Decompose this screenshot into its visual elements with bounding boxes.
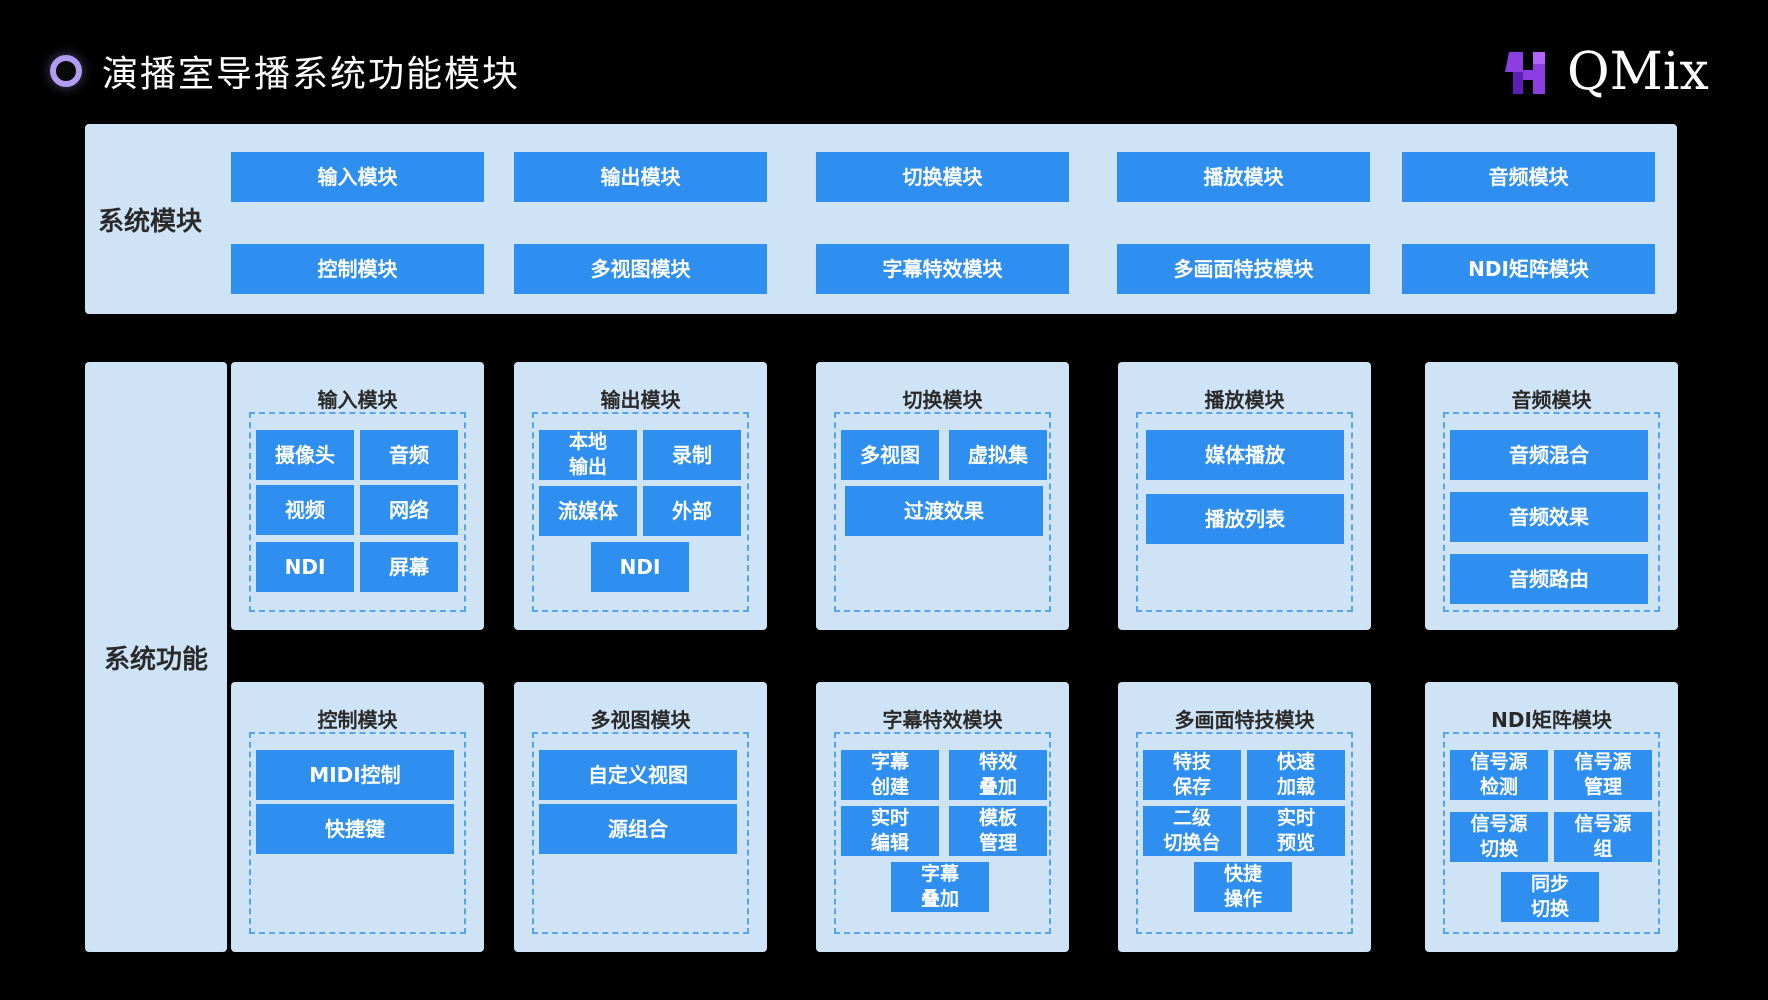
function-item: 信号源 管理 (1554, 750, 1652, 800)
function-item: 本地 输出 (539, 430, 637, 480)
function-item: MIDI控制 (256, 750, 454, 800)
function-item: 流媒体 (539, 486, 637, 536)
function-card: 播放模块媒体播放播放列表 (1118, 362, 1371, 630)
function-card-dashed-frame (834, 732, 1051, 934)
module-box: 多视图模块 (514, 244, 767, 294)
function-item: 信号源 切换 (1450, 812, 1548, 862)
function-card: 音频模块音频混合音频效果音频路由 (1425, 362, 1678, 630)
function-item: NDI (256, 542, 354, 592)
function-item: 特效 叠加 (949, 750, 1047, 800)
page-title-group: 演播室导播系统功能模块 (50, 46, 520, 96)
bullet-ring-icon (50, 55, 82, 87)
module-box: 控制模块 (231, 244, 484, 294)
function-card-dashed-frame (1443, 732, 1660, 934)
function-card-title: 输入模块 (317, 388, 398, 412)
function-card: 多画面特技模块特技 保存快速 加载二级 切换台实时 预览快捷 操作 (1118, 682, 1371, 952)
function-item: 自定义视图 (539, 750, 737, 800)
function-item: 摄像头 (256, 430, 354, 480)
module-box: 切换模块 (816, 152, 1069, 202)
function-card-title: 输出模块 (600, 388, 681, 412)
function-card: 切换模块多视图虚拟集过渡效果 (816, 362, 1069, 630)
function-card-title: 音频模块 (1511, 388, 1592, 412)
function-item: 字幕 叠加 (891, 862, 989, 912)
function-item: 视频 (256, 485, 354, 535)
function-card-title: 字幕特效模块 (882, 708, 1003, 732)
function-card-dashed-frame (1443, 412, 1660, 612)
function-item: 特技 保存 (1143, 750, 1241, 800)
function-card-dashed-frame (532, 412, 749, 612)
module-box: 字幕特效模块 (816, 244, 1069, 294)
module-box: 输入模块 (231, 152, 484, 202)
system-modules-label: 系统模块 (97, 206, 202, 237)
function-item: 实时 编辑 (841, 806, 939, 856)
function-card-dashed-frame (1136, 732, 1353, 934)
function-item: 音频混合 (1450, 430, 1648, 480)
function-item: 虚拟集 (949, 430, 1047, 480)
function-item: 信号源 检测 (1450, 750, 1548, 800)
module-box: 音频模块 (1402, 152, 1655, 202)
system-functions-panel: 系统功能 (85, 362, 227, 952)
function-card: 字幕特效模块字幕 创建特效 叠加实时 编辑模板 管理字幕 叠加 (816, 682, 1069, 952)
function-item: 音频路由 (1450, 554, 1648, 604)
function-item: 源组合 (539, 804, 737, 854)
function-card-title: 播放模块 (1204, 388, 1285, 412)
function-item: 快速 加载 (1247, 750, 1345, 800)
function-card-title: 多视图模块 (590, 708, 691, 732)
function-item: 音频效果 (1450, 492, 1648, 542)
function-card-dashed-frame (1136, 412, 1353, 612)
module-box: 播放模块 (1117, 152, 1370, 202)
function-card: 输出模块本地 输出录制流媒体外部 NDI (514, 362, 767, 630)
function-item: 外部 (643, 486, 741, 536)
function-item: 二级 切换台 (1143, 806, 1241, 856)
function-item: 信号源 组 (1554, 812, 1652, 862)
brand-logo: QMix (1505, 42, 1715, 102)
logo-mark-icon (1505, 52, 1545, 94)
function-item: 快捷键 (256, 804, 454, 854)
function-item: 屏幕 (360, 542, 458, 592)
function-item: 音频 (360, 430, 458, 480)
function-item: 多视图 (841, 430, 939, 480)
module-box: NDI矩阵模块 (1402, 244, 1655, 294)
function-card-dashed-frame (249, 732, 466, 934)
function-card-dashed-frame (834, 412, 1051, 612)
function-item: NDI (591, 542, 689, 592)
function-card: NDI矩阵模块信号源 检测信号源 管理信号源 切换信号源 组同步 切换 (1425, 682, 1678, 952)
function-card-dashed-frame (532, 732, 749, 934)
module-box: 输出模块 (514, 152, 767, 202)
function-card-title: 切换模块 (902, 388, 983, 412)
function-card-title: NDI矩阵模块 (1491, 708, 1612, 732)
function-item: 快捷 操作 (1194, 862, 1292, 912)
function-item: 字幕 创建 (841, 750, 939, 800)
function-item: 过渡效果 (845, 486, 1043, 536)
system-functions-label: 系统功能 (103, 644, 208, 675)
function-item: 录制 (643, 430, 741, 480)
logo-wordmark: QMix (1567, 42, 1709, 102)
function-item: 同步 切换 (1501, 872, 1599, 922)
function-card-title: 多画面特技模块 (1174, 708, 1315, 732)
function-item: 网络 (360, 485, 458, 535)
function-card: 多视图模块自定义视图源组合 (514, 682, 767, 952)
function-card-dashed-frame (249, 412, 466, 612)
function-item: 播放列表 (1146, 494, 1344, 544)
function-card: 控制模块 MIDI控制快捷键 (231, 682, 484, 952)
function-item: 模板 管理 (949, 806, 1047, 856)
page-title: 演播室导播系统功能模块 (102, 54, 521, 95)
function-item: 媒体播放 (1146, 430, 1344, 480)
function-card-title: 控制模块 (317, 708, 398, 732)
module-box: 多画面特技模块 (1117, 244, 1370, 294)
function-item: 实时 预览 (1247, 806, 1345, 856)
